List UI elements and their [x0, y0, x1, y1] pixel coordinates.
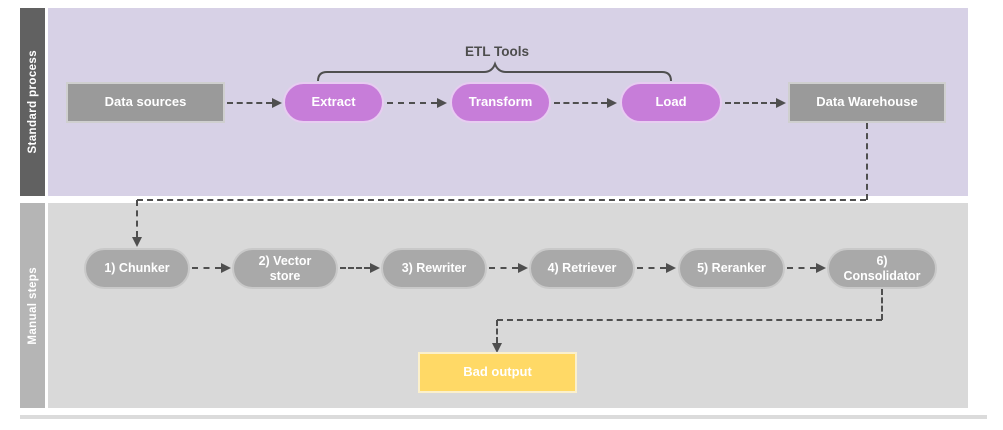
arrowhead-vectorstore-rewriter [370, 263, 380, 273]
node-extract: Extract [283, 82, 384, 123]
lane-manual-steps-label: Manual steps [26, 266, 39, 345]
connector-consolidator-across [497, 319, 882, 321]
arrowhead-into-chunker [132, 237, 142, 247]
arrowhead-load-warehouse [776, 98, 786, 108]
node-consolidator: 6) Consolidator [827, 248, 937, 289]
lane-standard-process-label: Standard process [26, 50, 39, 154]
arrowhead-datasources-extract [272, 98, 282, 108]
arrow-rewriter-retriever [489, 267, 518, 269]
node-bad-output: Bad output [418, 352, 577, 393]
arrow-reranker-consolidator [787, 267, 816, 269]
arrowhead-transform-load [607, 98, 617, 108]
lane-manual-steps-header: Manual steps [20, 203, 45, 408]
etl-tools-group-label: ETL Tools [465, 44, 529, 59]
arrow-chunker-vectorstore [192, 267, 221, 269]
arrow-retriever-reranker [637, 267, 666, 269]
node-data-warehouse: Data Warehouse [788, 82, 946, 123]
arrowhead-chunker-vectorstore [221, 263, 231, 273]
arrowhead-rewriter-retriever [518, 263, 528, 273]
node-rewriter: 3) Rewriter [381, 248, 487, 289]
node-vector-store: 2) Vector store [232, 248, 338, 289]
lane-standard-process-header: Standard process [20, 8, 45, 196]
arrowhead-extract-transform [437, 98, 447, 108]
arrowhead-reranker-consolidator [816, 263, 826, 273]
node-transform: Transform [450, 82, 551, 123]
arrow-vectorstore-rewriter [340, 267, 370, 269]
connector-warehouse-down [866, 123, 868, 200]
node-data-sources: Data sources [66, 82, 225, 123]
arrow-extract-transform [387, 102, 437, 104]
node-chunker: 1) Chunker [84, 248, 190, 289]
arrowhead-retriever-reranker [666, 263, 676, 273]
node-load: Load [620, 82, 722, 123]
connector-warehouse-across [137, 199, 866, 201]
arrow-transform-load [554, 102, 607, 104]
connector-warehouse-to-chunker [136, 200, 138, 237]
arrow-load-warehouse [725, 102, 776, 104]
connector-consolidator-down [881, 289, 883, 320]
arrow-datasources-extract [227, 102, 272, 104]
arrowhead-into-bad-output [492, 343, 502, 353]
node-reranker: 5) Reranker [678, 248, 785, 289]
node-retriever: 4) Retriever [529, 248, 635, 289]
next-lane-sliver [20, 415, 987, 419]
connector-to-bad-output [496, 320, 498, 343]
